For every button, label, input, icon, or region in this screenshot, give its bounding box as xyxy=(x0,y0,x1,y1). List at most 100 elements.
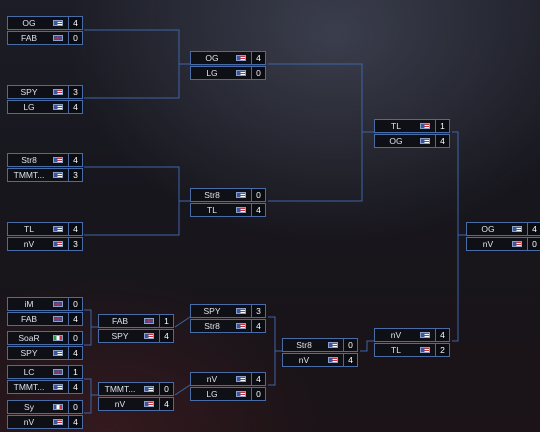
gb-flag-icon xyxy=(53,369,63,375)
us-flag-icon xyxy=(53,157,63,163)
team-score: 4 xyxy=(435,135,449,147)
team-score: 4 xyxy=(68,381,82,393)
gb-flag-icon xyxy=(53,301,63,307)
team-row[interactable]: nV 3 xyxy=(7,237,83,251)
team-score: 0 xyxy=(68,401,82,413)
team-score: 3 xyxy=(68,86,82,98)
team-name: Str8 xyxy=(204,190,220,200)
team-row[interactable]: TMMT... 0 xyxy=(98,382,174,396)
us-flag-icon xyxy=(328,342,338,348)
team-name: Str8 xyxy=(296,340,312,350)
team-row[interactable]: TMMT... 4 xyxy=(7,380,83,394)
us-flag-icon xyxy=(236,391,246,397)
team-row[interactable]: SPY 4 xyxy=(7,346,83,360)
team-row[interactable]: Str8 0 xyxy=(282,338,358,352)
team-name: TL xyxy=(391,345,401,355)
team-name: LC xyxy=(23,367,35,377)
bracket-connector xyxy=(84,29,180,99)
bracket-connector xyxy=(174,384,191,396)
team-name: SPY xyxy=(20,87,38,97)
team-score: 0 xyxy=(159,383,173,395)
team-score: 4 xyxy=(251,204,265,216)
team-name: TMMT... xyxy=(13,382,45,392)
gb-flag-icon xyxy=(53,35,63,41)
us-flag-icon xyxy=(53,226,63,232)
team-name: TMMT... xyxy=(104,384,136,394)
bracket-connector xyxy=(268,316,276,386)
team-row[interactable]: SPY 3 xyxy=(7,85,83,99)
team-score: 4 xyxy=(527,223,540,235)
team-name: LG xyxy=(23,102,35,112)
gb-flag-icon xyxy=(53,316,63,322)
team-score: 4 xyxy=(68,347,82,359)
team-name: nV xyxy=(482,239,494,249)
team-row[interactable]: Str8 0 xyxy=(190,188,266,202)
team-row[interactable]: TMMT...3 xyxy=(7,168,83,182)
gb-flag-icon xyxy=(144,318,154,324)
team-name: SPY xyxy=(20,348,38,358)
team-name: nV xyxy=(23,239,35,249)
us-flag-icon xyxy=(236,70,246,76)
team-name: nV xyxy=(114,399,126,409)
team-name: OG xyxy=(22,18,36,28)
bracket-connector xyxy=(84,378,92,414)
team-row[interactable]: nV 4 xyxy=(98,397,174,411)
team-score: 4 xyxy=(159,398,173,410)
team-score: 4 xyxy=(68,223,82,235)
match-card[interactable]: TMMT... 0 nV 4 xyxy=(98,382,174,412)
us-flag-icon xyxy=(236,376,246,382)
team-score: 3 xyxy=(68,238,82,250)
team-score: 3 xyxy=(251,305,265,317)
us-flag-icon xyxy=(512,226,522,232)
us-flag-icon xyxy=(53,20,63,26)
team-score: 0 xyxy=(343,339,357,351)
team-score: 0 xyxy=(251,189,265,201)
us-flag-icon xyxy=(236,55,246,61)
